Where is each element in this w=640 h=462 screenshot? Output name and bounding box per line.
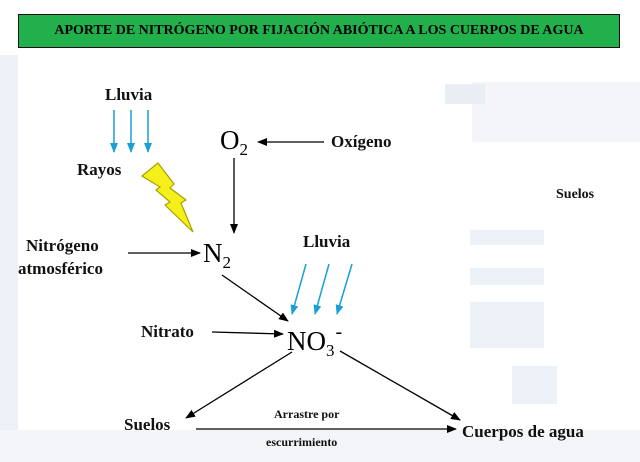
label-nitrato: Nitrato bbox=[141, 322, 194, 341]
label-nitrogeno-line2: atmosférico bbox=[18, 259, 103, 278]
label-rayos: Rayos bbox=[77, 160, 122, 179]
background-tile bbox=[470, 268, 544, 285]
node-n2: N2 bbox=[203, 238, 231, 272]
background-tile bbox=[470, 230, 544, 245]
edge-label-escurrimiento: escurrimiento bbox=[266, 435, 338, 449]
background-tile bbox=[445, 84, 485, 104]
background-tile bbox=[472, 82, 640, 142]
background-tile bbox=[512, 366, 557, 404]
node-no3: NO3- bbox=[287, 321, 343, 360]
label-nitrogeno-atmosferico: Nitrógeno atmosférico bbox=[18, 234, 103, 280]
background-tile bbox=[0, 55, 18, 462]
background-tile bbox=[470, 302, 544, 348]
rain-arrow-icon bbox=[313, 263, 330, 315]
label-nitrogeno-line1: Nitrógeno bbox=[26, 236, 99, 255]
rain-arrow-icon bbox=[335, 263, 353, 315]
rain-arrow-icon-group-top bbox=[110, 110, 152, 153]
label-lluvia-right: Lluvia bbox=[303, 232, 351, 251]
rain-arrow-icon-group-right bbox=[290, 263, 353, 315]
lightning-bolt-icon bbox=[140, 162, 194, 233]
edge-label-arrastre: Arrastre por bbox=[274, 407, 340, 421]
label-suelos-bottom: Suelos bbox=[124, 415, 171, 434]
label-cuerpos-agua: Cuerpos de agua bbox=[462, 422, 584, 441]
arrow-no3-to-suelos bbox=[185, 351, 293, 419]
diagram-title: APORTE DE NITRÓGENO POR FIJACIÓN ABIÓTIC… bbox=[18, 14, 620, 48]
rain-arrow-icon bbox=[290, 263, 307, 315]
background-tile bbox=[0, 430, 640, 462]
label-lluvia-top: Lluvia bbox=[105, 85, 153, 104]
arrow-nitrato-to-no3 bbox=[211, 329, 284, 338]
label-oxigeno: Oxígeno bbox=[331, 132, 392, 151]
arrow-no3-to-cuerpos-agua bbox=[339, 350, 461, 421]
label-suelos-side: Suelos bbox=[556, 187, 595, 202]
node-o2: O2 bbox=[220, 125, 248, 159]
arrow-n2-to-no3 bbox=[221, 274, 289, 322]
